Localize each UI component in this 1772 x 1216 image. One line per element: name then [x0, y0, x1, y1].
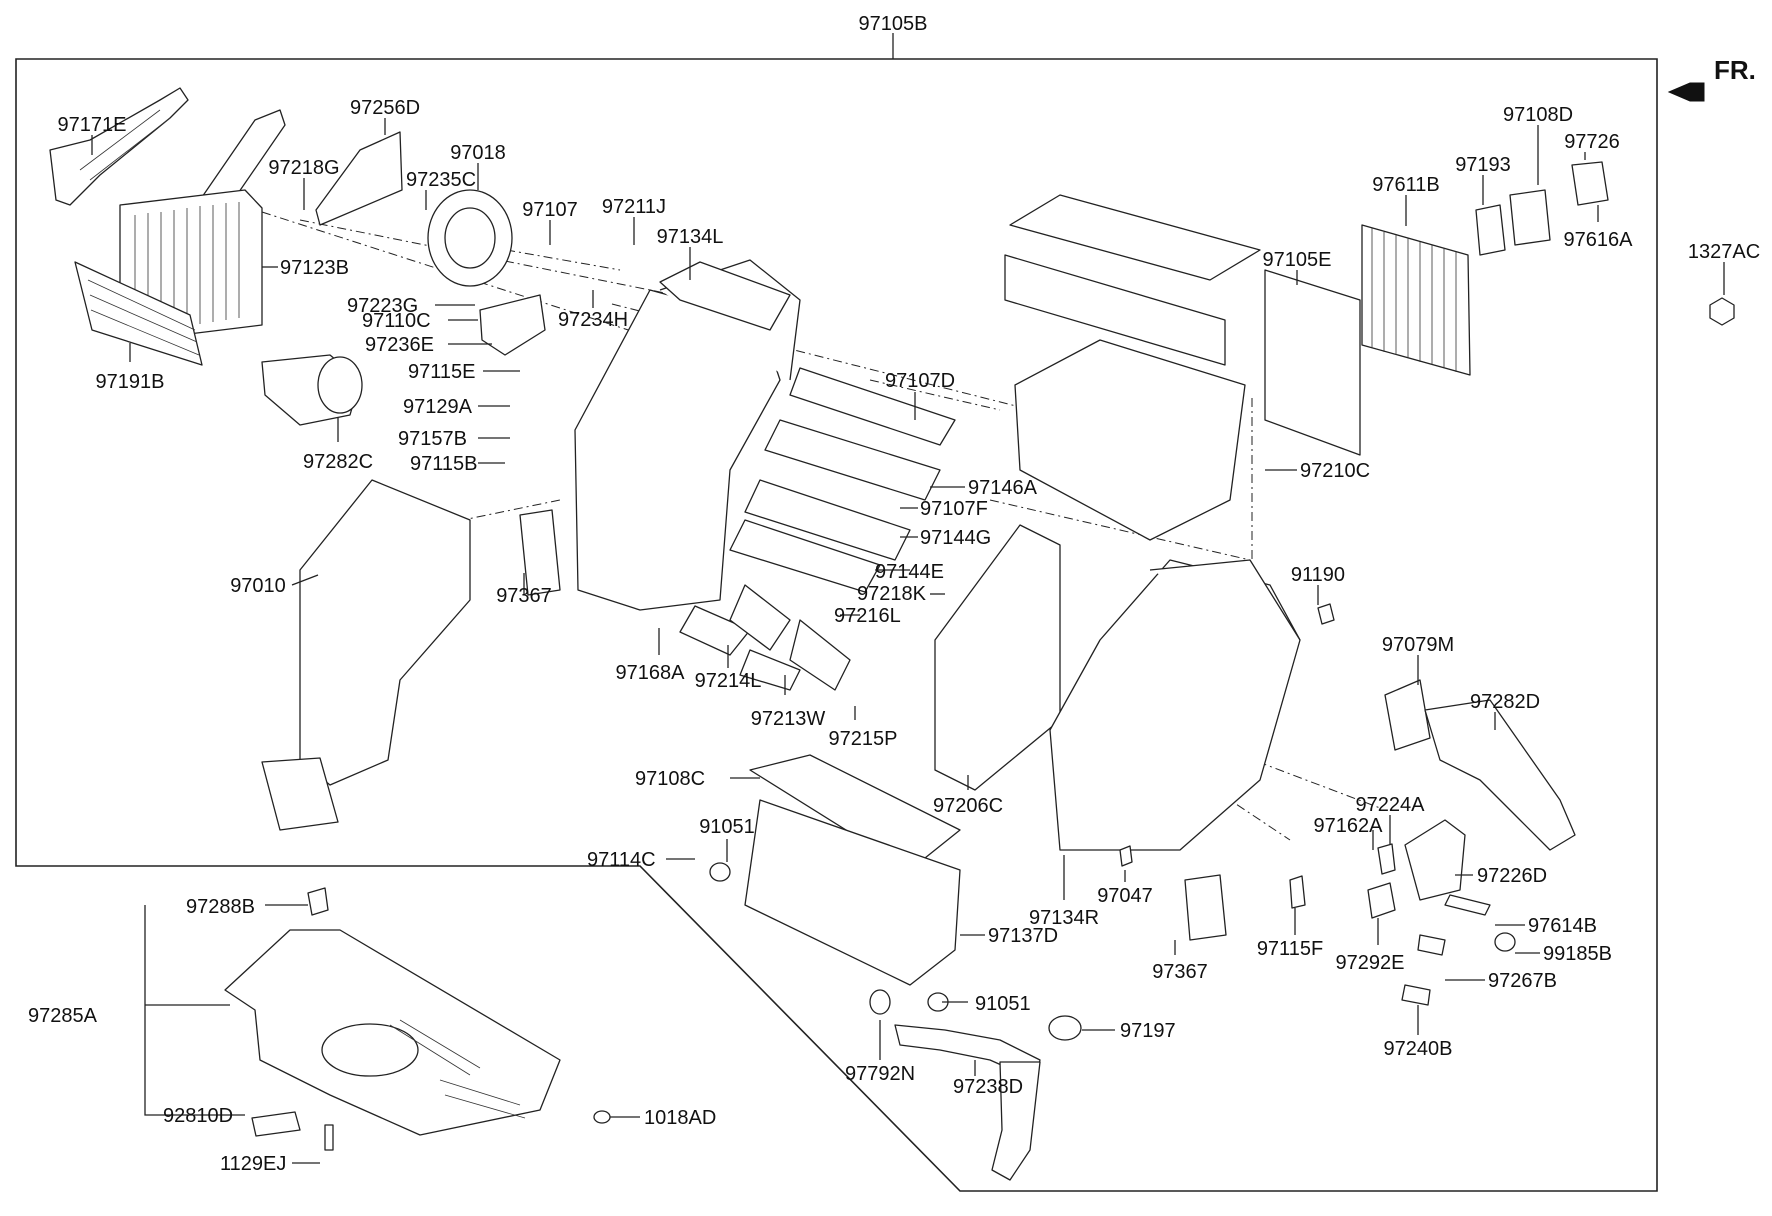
label-97223G: 97223G	[347, 295, 418, 317]
label-97110C: 97110C	[362, 310, 431, 332]
assembly-frame	[15, 33, 1658, 1192]
label-97216L: 97216L	[834, 605, 901, 627]
label-97235C: 97235C	[406, 169, 476, 191]
label-97792N: 97792N	[845, 1063, 915, 1085]
label-97210C: 97210C	[1300, 460, 1370, 482]
label-97107D: 97107D	[885, 370, 955, 392]
label-97107: 97107	[522, 199, 578, 221]
label-97267B: 97267B	[1488, 970, 1557, 992]
label-97215P: 97215P	[829, 728, 898, 750]
label-97211J: 97211J	[602, 196, 666, 218]
label-97123B: 97123B	[280, 257, 349, 279]
label-97137D: 97137D	[988, 925, 1058, 947]
label-97108D: 97108D	[1503, 104, 1573, 126]
label-97018: 97018	[450, 142, 506, 164]
label-97224A: 97224A	[1356, 794, 1426, 816]
label-97234H: 97234H	[558, 309, 628, 331]
label-97292E: 97292E	[1336, 952, 1405, 974]
label-97144E: 97144E	[875, 561, 944, 583]
label-97079M: 97079M	[1382, 634, 1454, 656]
label-97616A: 97616A	[1564, 229, 1634, 251]
label-97157B: 97157B	[398, 428, 467, 450]
label-97134L: 97134L	[657, 226, 724, 248]
label-97285A: 97285A	[28, 1005, 98, 1027]
label-97367-right: 97367	[1152, 961, 1208, 983]
label-1018AD: 1018AD	[644, 1107, 716, 1129]
part-labels: 97105B 97171E 97256D 97018 97218G 97235C…	[28, 13, 1760, 1175]
label-97614B: 97614B	[1528, 915, 1597, 937]
label-97144G: 97144G	[920, 527, 991, 549]
label-97213W: 97213W	[751, 708, 826, 730]
label-97168A: 97168A	[616, 662, 686, 684]
label-97214L: 97214L	[695, 670, 762, 692]
label-97256D: 97256D	[350, 97, 420, 119]
label-97218G: 97218G	[268, 157, 339, 179]
label-97047: 97047	[1097, 885, 1153, 907]
label-97193: 97193	[1455, 154, 1511, 176]
label-97115E: 97115E	[408, 361, 475, 383]
label-97171E: 97171E	[58, 114, 127, 136]
label-97108C: 97108C	[635, 768, 705, 790]
label-97282C: 97282C	[303, 451, 373, 473]
label-1327AC: 1327AC	[1688, 241, 1760, 263]
label-97197: 97197	[1120, 1020, 1176, 1042]
label-97282D: 97282D	[1470, 691, 1540, 713]
label-97114C: 97114C	[587, 849, 656, 871]
label-97105B: 97105B	[859, 13, 928, 35]
label-97010: 97010	[230, 575, 286, 597]
label-97238D: 97238D	[953, 1076, 1023, 1098]
label-97726: 97726	[1564, 131, 1620, 153]
label-97288B: 97288B	[186, 896, 255, 918]
part-shapes	[49, 87, 1735, 1181]
label-97134R: 97134R	[1029, 907, 1099, 929]
direction-label: FR.	[1714, 55, 1756, 85]
label-97146A: 97146A	[968, 477, 1038, 499]
label-97218K: 97218K	[857, 583, 927, 605]
label-97107F: 97107F	[920, 498, 988, 520]
label-91190: 91190	[1291, 564, 1345, 586]
label-97191B: 97191B	[96, 371, 165, 393]
label-97115F: 97115F	[1257, 938, 1323, 960]
label-97240B: 97240B	[1384, 1038, 1453, 1060]
label-97236E: 97236E	[365, 334, 434, 356]
label-97611B: 97611B	[1372, 174, 1439, 196]
label-97206C: 97206C	[933, 795, 1003, 817]
label-92810D: 92810D	[163, 1105, 233, 1127]
label-97105E: 97105E	[1263, 249, 1332, 271]
front-direction-arrow-icon	[1667, 82, 1705, 102]
label-97367-left: 97367	[496, 585, 552, 607]
label-97162A: 97162A	[1314, 815, 1384, 837]
label-97226D: 97226D	[1477, 865, 1547, 887]
label-97129A: 97129A	[403, 396, 473, 418]
label-91051-lower: 91051	[975, 993, 1031, 1015]
label-97115B: 97115B	[410, 453, 477, 475]
label-99185B: 99185B	[1543, 943, 1612, 965]
leader-lines	[91, 118, 1725, 1164]
label-1129EJ: 1129EJ	[220, 1153, 286, 1175]
label-91051-upper: 91051	[699, 816, 755, 838]
